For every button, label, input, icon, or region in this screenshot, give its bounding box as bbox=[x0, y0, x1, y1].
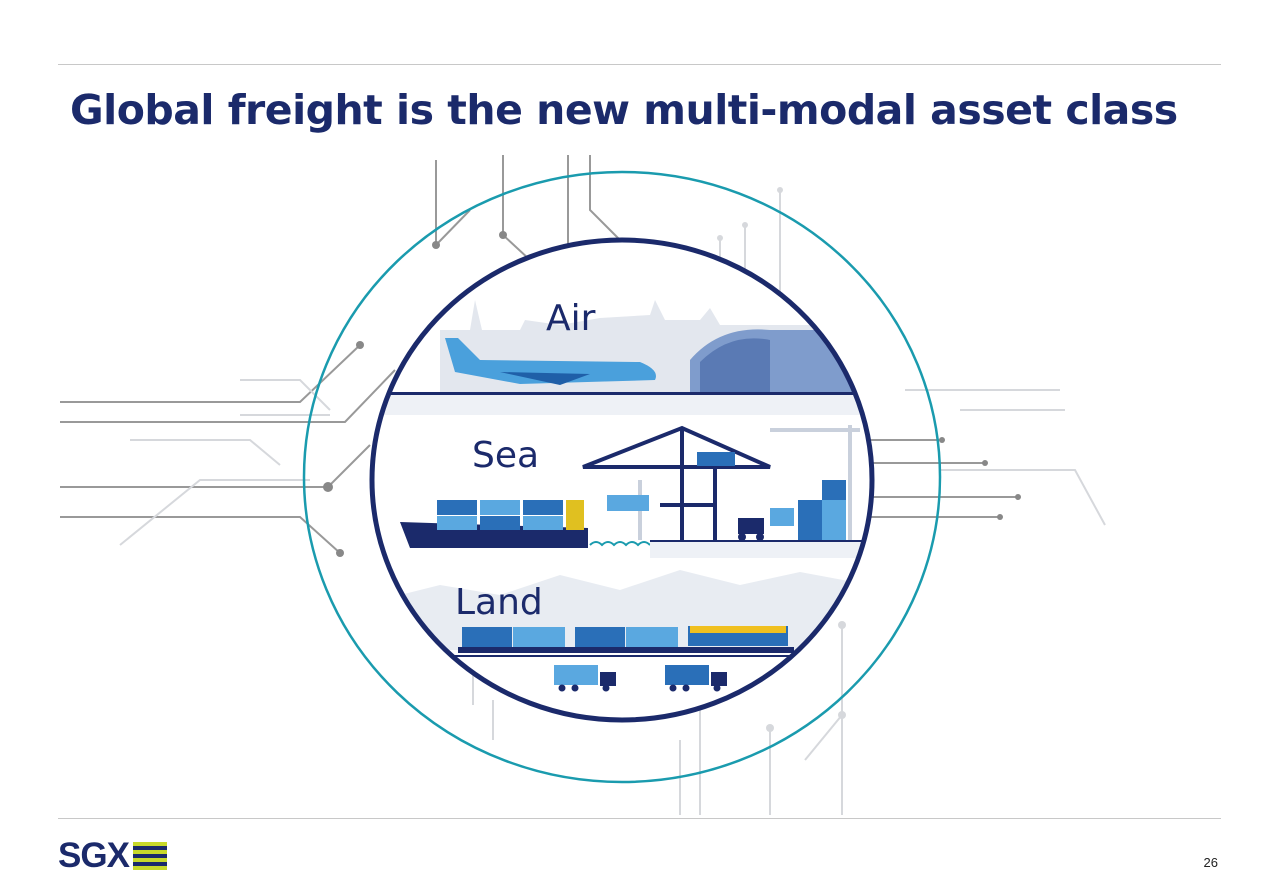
circuit-lines bbox=[60, 155, 1018, 554]
page-number: 26 bbox=[1203, 855, 1218, 870]
bottom-divider bbox=[58, 818, 1221, 819]
truck-icon bbox=[554, 665, 616, 692]
forklift-icon bbox=[738, 518, 764, 541]
inner-ring bbox=[369, 237, 875, 723]
land-band bbox=[380, 570, 870, 692]
sea-band bbox=[400, 425, 872, 558]
stacked-containers bbox=[770, 480, 846, 540]
crane-icon bbox=[582, 425, 771, 540]
scene bbox=[380, 300, 872, 692]
sea-label: Sea bbox=[472, 435, 539, 476]
cargo-ship-icon bbox=[400, 500, 588, 548]
sgx-logo: SGX bbox=[58, 836, 167, 876]
freight-train-icon bbox=[458, 626, 794, 653]
page-title: Global freight is the new multi-modal as… bbox=[70, 86, 1178, 134]
circuit-nodes bbox=[323, 231, 1021, 557]
air-label: Air bbox=[546, 298, 596, 339]
truck-icon bbox=[665, 665, 727, 692]
top-divider bbox=[58, 64, 1221, 65]
logo-text: SGX bbox=[58, 836, 130, 875]
sgx-logo-mark-icon bbox=[132, 842, 167, 870]
air-band bbox=[380, 300, 870, 415]
outer-ring bbox=[302, 170, 942, 784]
land-label: Land bbox=[455, 582, 543, 623]
